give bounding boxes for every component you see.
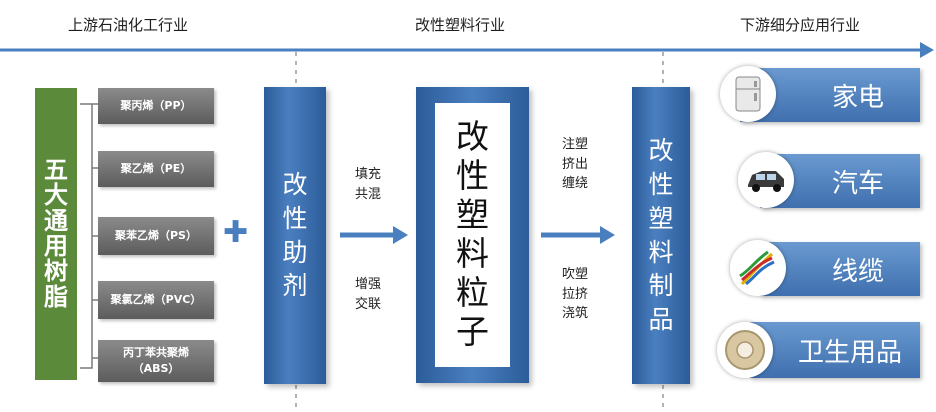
process2-top-line3: 缠绕 [561, 176, 588, 191]
resin-abs-label: 丙丁苯共聚烯 [123, 346, 189, 360]
granules-char: 粒 [456, 272, 489, 312]
cable-icon [730, 240, 786, 296]
resin-title-char: 树 [44, 257, 68, 286]
process2-bottom-line2: 拉挤 [561, 286, 588, 302]
process1-bottom: 增强 交联 [346, 275, 390, 314]
process1-top-line2: 共混 [354, 186, 381, 202]
app-cable-label: 线缆 [831, 256, 884, 287]
products-char: 塑 [648, 203, 674, 233]
resin-title-char: 用 [44, 232, 68, 260]
additive-char: 剂 [282, 271, 308, 301]
granules-char: 料 [456, 234, 489, 273]
tape-roll-icon [717, 322, 773, 378]
products-char: 改 [648, 136, 674, 166]
resin-bracket [80, 103, 93, 369]
process2-top-line2: 挤出 [561, 156, 588, 172]
resin-title-char: 五 [44, 155, 68, 184]
granules-char: 性 [456, 156, 489, 196]
additive-char: 改 [282, 170, 308, 199]
app-hygiene-label: 卫生用品 [797, 337, 902, 368]
header-midstream: 改性塑料行业 [415, 16, 506, 34]
process1-bottom-line2: 交联 [354, 296, 381, 312]
app-car-label: 汽车 [831, 168, 884, 199]
resin-pp-label: 聚丙烯（PP） [120, 99, 192, 113]
app-appliance-label: 家电 [831, 82, 884, 113]
process2-top-line1: 注塑 [561, 137, 588, 152]
app-cable: 线缆 [760, 242, 920, 296]
products-char: 料 [648, 237, 674, 267]
products-char: 性 [648, 170, 674, 199]
granules-char: 改 [456, 117, 489, 157]
resin-title-char: 大 [44, 181, 68, 210]
resin-pe-label: 聚乙烯（PE） [120, 162, 192, 176]
resin-pvc: 聚氯乙烯（PVC） [98, 281, 214, 319]
app-hygiene: 卫生用品 [750, 322, 920, 378]
resin-pvc-label: 聚氯乙烯（PVC） [110, 293, 202, 307]
process2-bottom: 吹塑 拉挤 浇筑 [553, 265, 597, 324]
additive-char: 性 [282, 203, 308, 233]
products-box: 改性塑料制品 [632, 87, 690, 384]
resin-abs: 丙丁苯共聚烯 （ABS） [98, 340, 214, 382]
resin-title-char: 脂 [44, 282, 68, 311]
process1-top: 填充 共混 [346, 165, 390, 204]
granules-char: 塑 [456, 195, 489, 235]
process2-top: 注塑 挤出 缠绕 [553, 135, 597, 194]
resin-title: 五大通用树脂 [35, 88, 77, 380]
appliance-icon [720, 66, 776, 122]
process2-bottom-line3: 浇筑 [561, 306, 588, 321]
resin-pp: 聚丙烯（PP） [98, 88, 214, 124]
process2-bottom-line1: 吹塑 [561, 267, 588, 282]
process1-bottom-line1: 增强 [354, 277, 381, 292]
resin-ps: 聚苯乙烯（PS） [98, 217, 214, 255]
header-downstream: 下游细分应用行业 [740, 16, 861, 34]
granules-char: 子 [456, 311, 489, 351]
car-icon [738, 152, 794, 208]
plus-icon: ✚ [223, 215, 249, 250]
products-char: 品 [648, 305, 674, 334]
process1-top-line1: 填充 [354, 167, 381, 182]
resin-ps-label: 聚苯乙烯（PS） [115, 229, 197, 243]
products-char: 制 [648, 271, 674, 301]
additive-box: 改性助剂 [264, 87, 326, 384]
granules-box: 改性塑料粒子 [435, 103, 510, 367]
resin-pe: 聚乙烯（PE） [98, 151, 214, 187]
additive-char: 助 [282, 237, 308, 267]
resin-abs-code: （ABS） [132, 362, 180, 375]
header-upstream: 上游石油化工行业 [68, 16, 189, 34]
resin-title-char: 通 [44, 206, 68, 235]
